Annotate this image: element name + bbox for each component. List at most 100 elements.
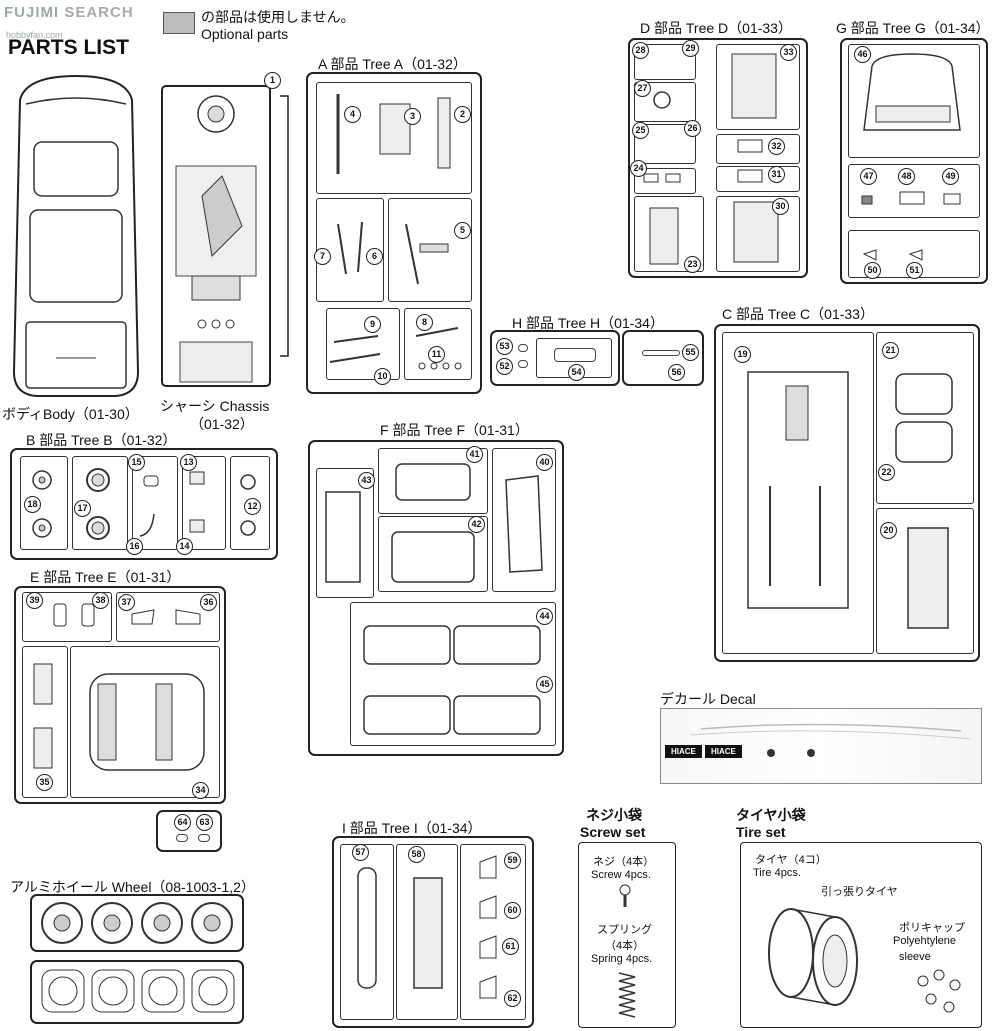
part-number: 29: [682, 40, 699, 57]
part-number: 33: [780, 44, 797, 61]
chassis-label: シャーシ Chassis: [160, 398, 270, 414]
tree-c-parts: [747, 371, 953, 629]
tire-jp: タイヤ（4コ）: [755, 854, 827, 866]
part-number: 5: [454, 222, 471, 239]
decal-logo: HIACE: [665, 745, 702, 758]
screw-title-jp: ネジ小袋: [586, 807, 642, 823]
wheel-tree-2: [30, 960, 244, 1024]
tree-h-label: H 部品 Tree H（01-34）: [512, 315, 664, 331]
part-number: 26: [684, 120, 701, 137]
tree-g-parts: [861, 53, 961, 261]
part-number: 30: [772, 198, 789, 215]
part-number: 45: [536, 676, 553, 693]
tree-i-label: I 部品 Tree I（01-34）: [342, 820, 482, 836]
part-number: 10: [374, 368, 391, 385]
tree-b: 12 13 14 15 16 17 18: [10, 448, 278, 560]
part-number: 40: [536, 454, 553, 471]
part-number: 34: [192, 782, 209, 799]
part-number: 18: [24, 496, 41, 513]
chassis-code: （01-32）: [190, 416, 254, 432]
part: [176, 834, 188, 842]
tree-f-label: F 部品 Tree F（01-31）: [380, 422, 529, 438]
tree-h: 52 53 54: [490, 330, 620, 386]
part: [198, 834, 210, 842]
screw-icon: [619, 884, 631, 907]
wheel-parts: [41, 902, 233, 944]
part-number: 50: [864, 262, 881, 279]
chassis-illustration: [161, 85, 289, 387]
part: [518, 360, 528, 368]
part-number: 28: [632, 42, 649, 59]
part-number: 56: [668, 364, 685, 381]
part-number: 36: [200, 594, 217, 611]
tire-bag: タイヤ（4コ） Tire 4pcs. 引っ張りタイヤ ポリキャップ Polyeh…: [740, 842, 982, 1028]
watermark-suffix: SEARCH: [64, 4, 134, 21]
part-number: 1: [264, 72, 281, 89]
tree-a-cell: [326, 308, 400, 380]
part-number: 2: [454, 106, 471, 123]
tree-a-label: A 部品 Tree A（01-32）: [318, 56, 467, 72]
part-number: 32: [768, 138, 785, 155]
part-number: 12: [244, 498, 261, 515]
part-number: 55: [682, 344, 699, 361]
tree-d: 23 24 25 26 27 28 29 30 31 32 33: [628, 38, 808, 278]
decal-sheet: HIACE HIACE: [660, 708, 982, 784]
part-number: 15: [128, 454, 145, 471]
tree-e: 34 35 36 37 38 39: [14, 586, 226, 804]
watermark: FUJIMI SEARCH: [4, 4, 134, 21]
tree-g-label: G 部品 Tree G（01-34）: [836, 20, 990, 36]
part-number: 31: [768, 166, 785, 183]
part-number: 53: [496, 338, 513, 355]
tree-d-parts: [643, 53, 779, 265]
part-number: 51: [906, 262, 923, 279]
spring-count: （4本）: [605, 940, 645, 952]
part-number: 16: [126, 538, 143, 555]
tree-e-label: E 部品 Tree E（01-31）: [30, 569, 181, 585]
tree-f-parts: [325, 463, 543, 735]
part: [554, 348, 596, 362]
wheel-label: アルミホイール Wheel（08-1003-1,2）: [10, 879, 255, 895]
part-number: 23: [684, 256, 701, 273]
polycap-icon: [917, 969, 961, 1013]
part-number: 9: [364, 316, 381, 333]
tree-i-parts: [357, 855, 497, 999]
part-number: 41: [466, 446, 483, 463]
part: [642, 350, 680, 356]
part-number: 14: [176, 538, 193, 555]
spring-en: Spring 4pcs.: [591, 953, 653, 965]
tree-e-parts: [33, 603, 205, 771]
part-number: 13: [180, 454, 197, 471]
body-label: ボディBody（01-30）: [2, 406, 139, 422]
part-number: 44: [536, 608, 553, 625]
tree-e-runner: 64 63: [156, 810, 222, 852]
spring-jp: スプリング: [597, 924, 652, 936]
part-number: 27: [634, 80, 651, 97]
tree-b-parts: [32, 468, 256, 540]
wheel-tree-1: [30, 894, 244, 952]
decal-logo: HIACE: [705, 745, 742, 758]
tree-b-cell: [132, 456, 178, 550]
part-number: 7: [314, 248, 331, 265]
part-number: 20: [880, 522, 897, 539]
part-number: 42: [468, 516, 485, 533]
tire-title-jp: タイヤ小袋: [736, 807, 806, 823]
part-number: 8: [416, 314, 433, 331]
part-number: 47: [860, 168, 877, 185]
screw-en: Screw 4pcs.: [591, 869, 651, 881]
part-number: 22: [878, 464, 895, 481]
part-number: 43: [358, 472, 375, 489]
body-illustration: [12, 74, 140, 397]
watermark-site: hobbyfan.com: [6, 30, 63, 40]
tree-b-label: B 部品 Tree B（01-32）: [26, 432, 177, 448]
part-number: 60: [504, 902, 521, 919]
tree-h-2: 55 56: [622, 330, 704, 386]
page-title: PARTS LIST: [8, 36, 129, 59]
part-number: 25: [632, 122, 649, 139]
part-number: 21: [882, 342, 899, 359]
part-number: 49: [942, 168, 959, 185]
watermark-brand: FUJIMI: [4, 4, 60, 21]
part-number: 19: [734, 346, 751, 363]
screw-jp: ネジ（4本）: [593, 856, 655, 868]
part-number: 57: [352, 844, 369, 861]
tire-title-en: Tire set: [736, 824, 786, 840]
